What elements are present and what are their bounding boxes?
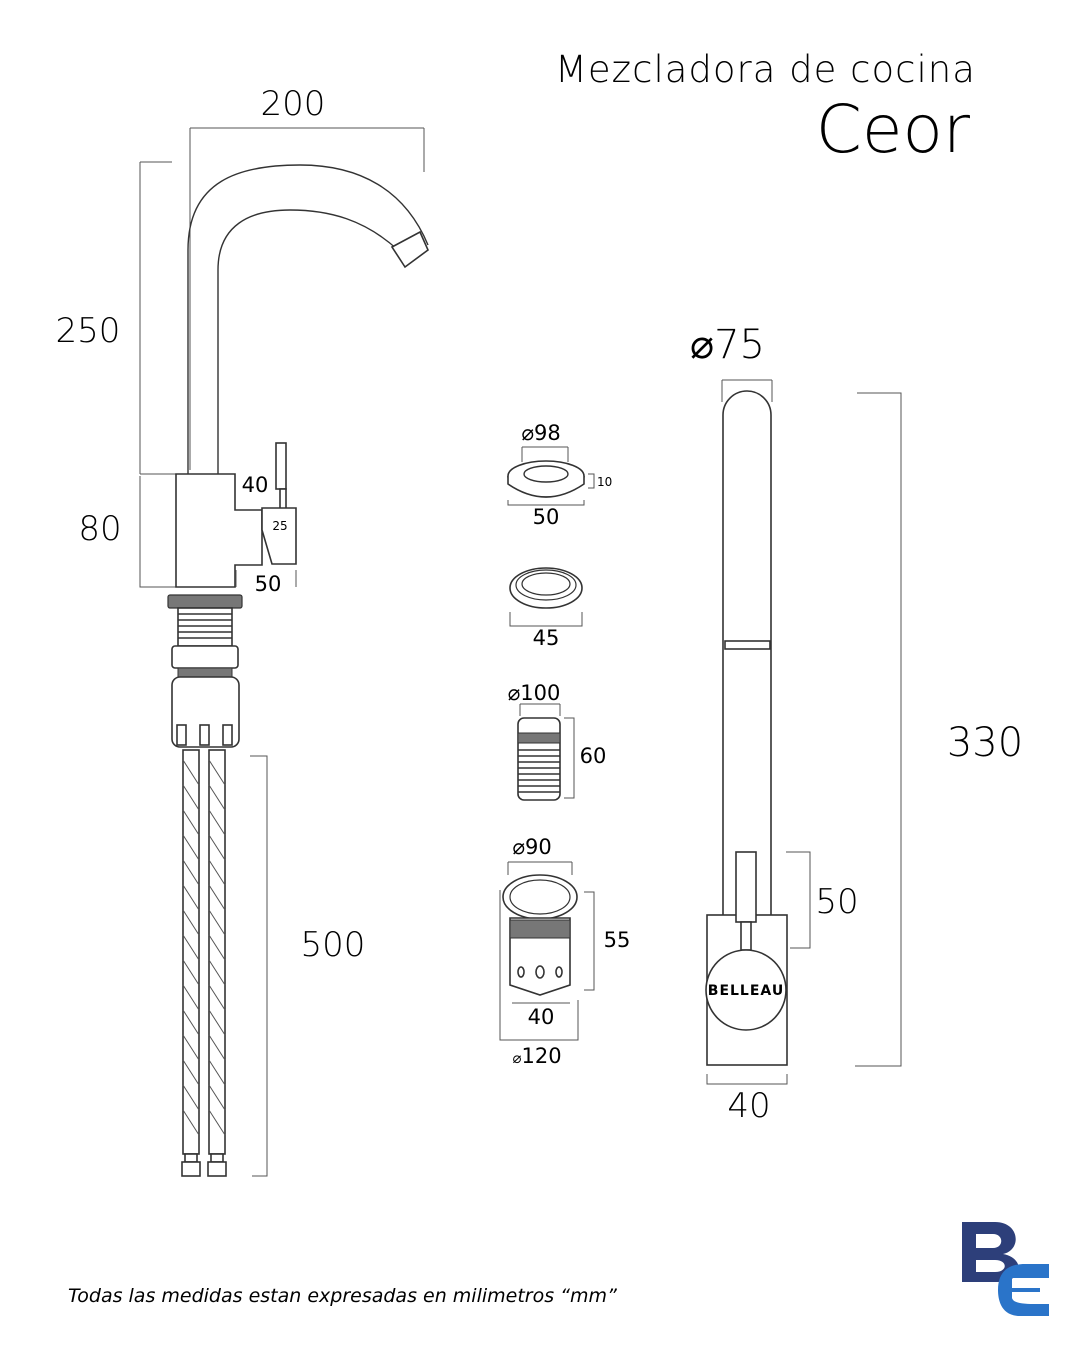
front-logo: BELLEAU xyxy=(708,983,784,999)
gasket-width-label: 45 xyxy=(533,626,560,650)
diameter-symbol: ⌀ xyxy=(690,322,714,368)
front-lever-height-label: 50 xyxy=(815,882,858,922)
side-lever-size-label: 25 xyxy=(272,519,287,533)
rod-diameter-label: ⌀100 xyxy=(508,681,561,705)
brand-logo xyxy=(962,1222,1049,1316)
ring-diameter-label: ⌀98 xyxy=(521,421,560,445)
flexible-hoses xyxy=(181,749,227,1177)
units-note: Todas las medidas estan expresadas en mi… xyxy=(68,1285,617,1307)
front-height-label: 330 xyxy=(947,720,1023,766)
product-subtitle: Mezcladora de cocina xyxy=(555,48,976,91)
nut-base-diameter-value: 120 xyxy=(521,1044,561,1068)
front-diameter-label: ⌀75 xyxy=(690,322,765,368)
nut-diameter-label: ⌀90 xyxy=(512,835,551,859)
front-view: ⌀75 BELLEAU 50 330 40 xyxy=(690,322,1023,1126)
ring-width-label: 50 xyxy=(533,505,560,529)
front-base-width-label: 40 xyxy=(727,1086,770,1126)
side-view: 200 250 80 40 25 50 xyxy=(56,84,429,1177)
side-body-height-label: 80 xyxy=(78,509,121,549)
nut-height-label: 55 xyxy=(604,928,631,952)
ring-thickness-label: 10 xyxy=(597,475,612,489)
front-diameter-value: 75 xyxy=(714,322,765,368)
rod-height-label: 60 xyxy=(580,744,607,768)
side-body-depth-label: 50 xyxy=(255,572,282,596)
nut-width-label: 40 xyxy=(528,1005,555,1029)
parts-list: ⌀98 10 50 45 ⌀100 60 ⌀90 55 40 xyxy=(499,421,631,1068)
nut-base-diameter-label: ⌀120 xyxy=(512,1044,561,1068)
hose-length-label: 500 xyxy=(301,925,366,965)
side-lever-offset-label: 40 xyxy=(242,473,269,497)
side-width-label: 200 xyxy=(261,84,326,124)
product-title: Ceor xyxy=(816,91,971,168)
side-spout-height-label: 250 xyxy=(56,311,121,351)
